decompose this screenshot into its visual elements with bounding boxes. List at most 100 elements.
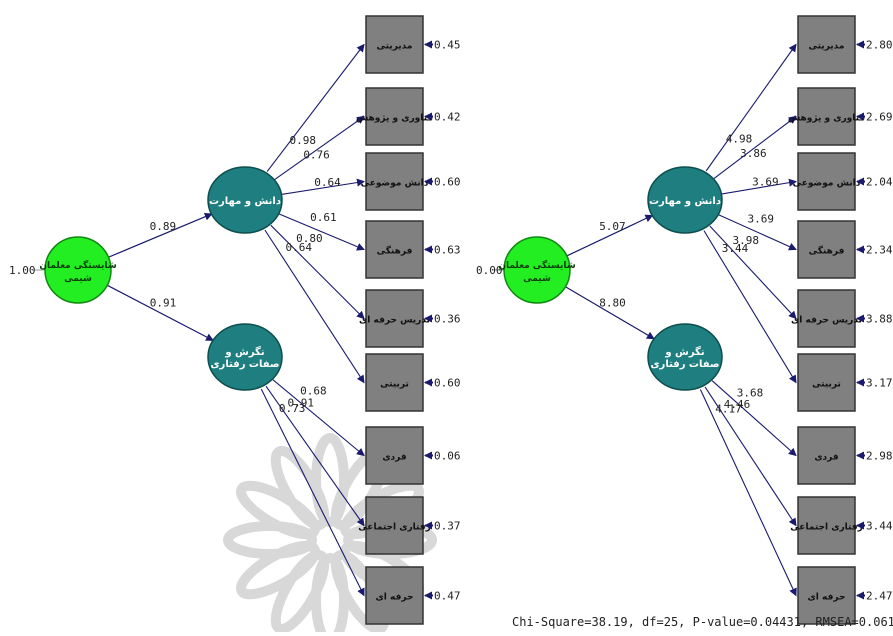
loading-arrow (711, 380, 797, 457)
loading-arrow (278, 213, 365, 251)
indicator-label: دانش موضوعی (361, 179, 429, 189)
error-variance-label: 0.06 (434, 450, 461, 463)
error-variance-label: 0.47 (434, 590, 461, 603)
indicator-label: فناوری و پژوهش (788, 114, 865, 124)
indicator-box (797, 426, 856, 485)
loading-arrow (280, 178, 365, 196)
indicator-label: مدیریتی (377, 42, 413, 52)
fit-statistics: Chi-Square=38.19, df=25, P-value=0.04431… (512, 615, 893, 629)
indicator-box (797, 353, 856, 412)
loading-arrow (704, 386, 797, 527)
root-construct-label: شیمی (523, 274, 551, 284)
indicator-label: تدریس حرفه ای (359, 316, 430, 326)
path-coefficient-label: 8.80 (599, 296, 626, 309)
indicator-box (365, 152, 424, 211)
loading-label: 0.64 (285, 241, 312, 254)
indicator-label: تربیتی (812, 380, 841, 390)
root-value-label: 1.00 (9, 264, 36, 277)
loading-label: 0.68 (300, 385, 327, 398)
error-variance-label: 2.04 (866, 176, 893, 189)
indicator-box (365, 87, 424, 146)
loading-arrow (264, 229, 365, 384)
error-variance-label: 3.17 (866, 377, 893, 390)
latent-factor-label: نگرش و (664, 345, 704, 358)
indicator-label: فردی (382, 453, 406, 463)
latent-factor-label: دانش و مهارت (209, 196, 281, 207)
indicator-box (365, 15, 424, 74)
error-variance-label: 2.98 (866, 450, 893, 463)
loading-arrow (272, 379, 365, 457)
loading-arrow (720, 178, 797, 195)
error-variance-label: 0.60 (434, 176, 461, 189)
error-variance-label: 0.63 (434, 244, 461, 257)
loading-arrow (270, 224, 365, 320)
indicator-box (797, 289, 856, 348)
indicator-box (797, 152, 856, 211)
loading-arrow (260, 388, 365, 597)
root-construct-label: شایستگی معلمان (498, 259, 575, 271)
indicator-box (797, 496, 856, 555)
error-variance-label: 3.44 (866, 520, 893, 533)
path-coefficient-label: 5.07 (599, 220, 626, 233)
indicator-label: فرهنگی (377, 245, 413, 257)
loading-label: 3.98 (733, 234, 760, 247)
loading-label: 4.17 (715, 403, 742, 416)
indicator-box (797, 566, 856, 625)
indicator-label: رفتاری اجتماعی (790, 523, 863, 533)
indicator-label: رفتاری اجتماعی (358, 523, 431, 533)
loading-label: 3.68 (737, 386, 764, 399)
path-arrow (107, 212, 213, 259)
indicator-box (797, 87, 856, 146)
path-arrow (564, 285, 655, 340)
indicator-box (365, 566, 424, 625)
path-arrow (106, 284, 214, 341)
root-construct-label: شایستگی معلمان (39, 259, 116, 271)
error-variance-label: 3.88 (866, 313, 893, 326)
indicator-label: فردی (814, 453, 838, 463)
error-variance-label: 0.42 (434, 111, 461, 124)
indicator-box (365, 496, 424, 555)
root-construct-circle (503, 236, 571, 304)
error-variance-label: 2.47 (866, 590, 893, 603)
indicator-box (797, 15, 856, 74)
loading-arrow (265, 385, 365, 527)
root-value-label: 0.00 (476, 264, 503, 277)
error-variance-label: 0.37 (434, 520, 461, 533)
root-construct-label: شیمی (64, 274, 92, 284)
loading-label: 3.69 (752, 175, 779, 188)
loading-arrow (705, 43, 797, 172)
indicator-label: فناوری و پژوهش (356, 114, 433, 124)
indicator-label: مدیریتی (809, 42, 845, 52)
loading-label: 0.91 (287, 397, 314, 410)
latent-factor-circle (207, 166, 283, 234)
loading-label: 4.46 (724, 398, 751, 411)
loading-arrow (709, 225, 797, 320)
error-variance-label: 0.45 (434, 39, 461, 52)
path-coefficient-label: 0.91 (150, 297, 177, 310)
loading-label: 3.69 (747, 212, 774, 225)
indicator-label: دانش موضوعی (793, 179, 861, 189)
loading-arrow (703, 230, 797, 384)
loading-label: 0.80 (296, 232, 323, 245)
loading-label: 0.98 (290, 134, 317, 147)
indicator-box (365, 353, 424, 412)
loading-label: 0.76 (303, 149, 330, 162)
root-construct-circle (44, 236, 112, 304)
loading-label: 0.64 (314, 176, 341, 189)
indicator-label: حرفه ای (808, 593, 846, 603)
latent-factor-label: نگرش و (224, 345, 264, 358)
latent-factor-label: دانش و مهارت (649, 196, 721, 207)
loading-label: 3.44 (722, 242, 749, 255)
latent-factor-label: صفات رفتاری (650, 359, 719, 370)
loading-label: 4.98 (726, 133, 753, 146)
latent-factor-circle (647, 166, 723, 234)
indicator-box (365, 289, 424, 348)
latent-factor-circle (647, 323, 723, 391)
path-arrow (565, 214, 654, 257)
loading-arrow (717, 213, 797, 251)
indicator-label: حرفه ای (376, 593, 414, 603)
error-variance-label: 2.34 (866, 244, 893, 257)
